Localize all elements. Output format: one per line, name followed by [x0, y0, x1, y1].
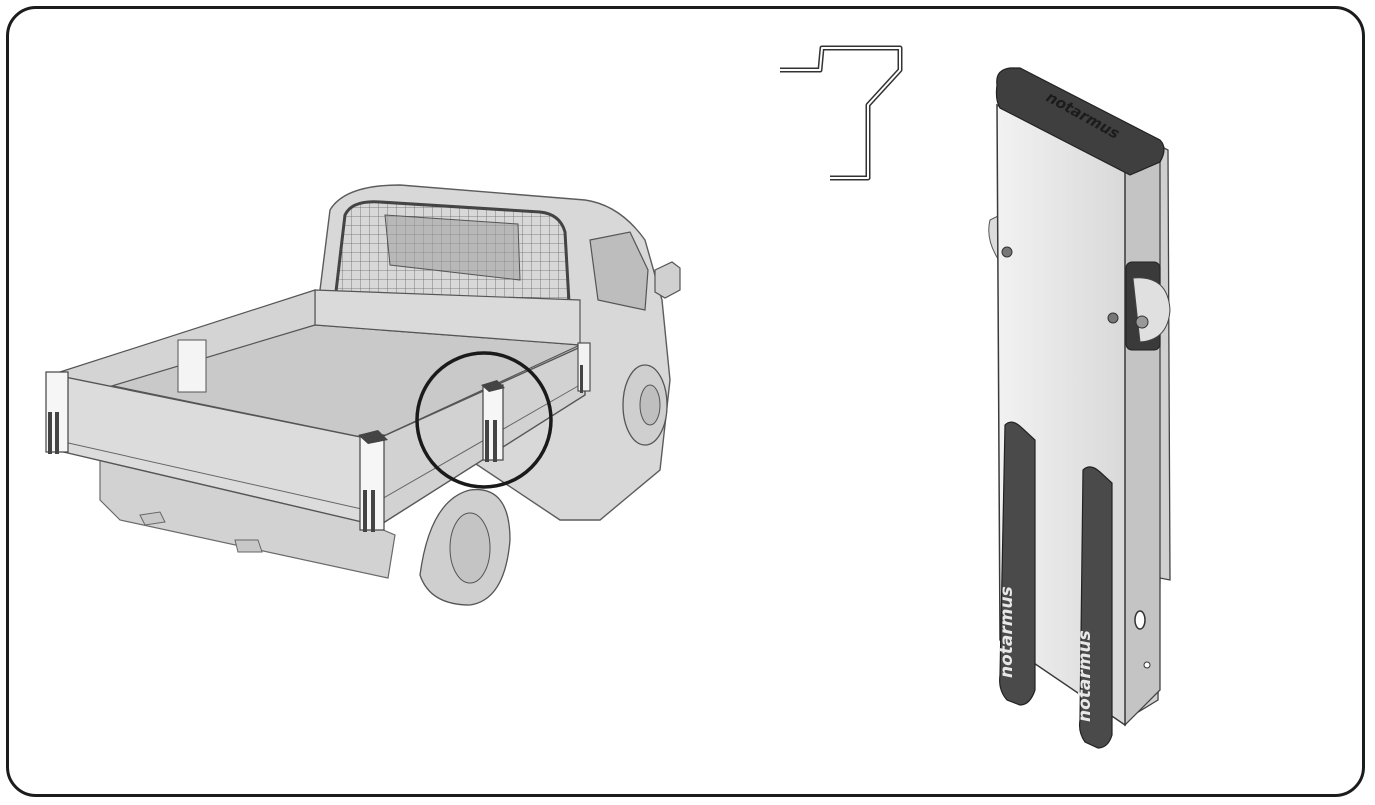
- stake-grip-left: notarmus: [997, 421, 1036, 706]
- stake-pocket-bracket: notarmus notarmus notarmus: [988, 67, 1171, 749]
- bolt-hole: [1143, 661, 1151, 669]
- cab-side-window: [589, 231, 649, 311]
- bolt-hole: [1134, 610, 1146, 630]
- latch-clip: [1125, 261, 1171, 351]
- side-mirror: [654, 261, 681, 299]
- bed-post-rear-left: [45, 371, 69, 454]
- post-profile-icon: [780, 45, 903, 181]
- rear-window: [384, 214, 521, 281]
- detail-callout-circle: [415, 351, 553, 489]
- bolt-hole: [1107, 312, 1119, 324]
- grip-brand-text: notarmus: [1075, 630, 1095, 722]
- bolt-hole: [1001, 246, 1013, 258]
- stake-grip-right: notarmus: [1075, 466, 1113, 749]
- bed-post-front-right: [577, 342, 591, 393]
- bracket-side-face: [1119, 157, 1161, 727]
- bed-post-middle-right: [481, 380, 505, 462]
- grip-brand-text: notarmus: [997, 586, 1017, 678]
- bed-post-rear-right: [358, 430, 388, 532]
- pickup-truck-illustration: [45, 184, 681, 606]
- truck-hitch: [139, 511, 263, 553]
- bed-post-front-left: [177, 339, 207, 393]
